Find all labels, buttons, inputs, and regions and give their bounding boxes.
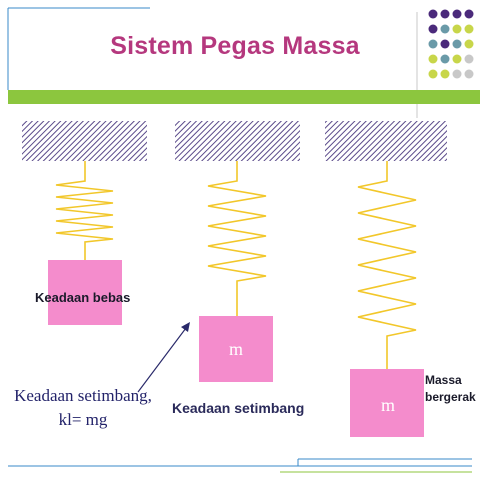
mass-symbol-right: m — [380, 395, 395, 415]
mass-block-free — [48, 260, 122, 325]
label-moving-mass-line1: Massa — [425, 373, 462, 387]
pointer-arrow — [137, 322, 190, 393]
equilibrium-note-line1: Keadaan setimbang, — [14, 386, 152, 405]
decorative-dot — [452, 69, 462, 79]
decorative-dot — [440, 9, 450, 19]
label-equilibrium-state: Keadaan setimbang — [172, 400, 305, 416]
decorative-dot — [440, 54, 450, 64]
label-moving-mass-line2: bergerak — [425, 390, 476, 404]
mass-block-moving — [350, 369, 424, 437]
decorative-dot — [464, 39, 474, 49]
ceiling-right — [325, 121, 447, 161]
equilibrium-note: Keadaan setimbang, kl= mg — [8, 384, 158, 432]
decorative-dot — [452, 39, 462, 49]
ceiling-middle — [175, 121, 300, 161]
decorative-dot — [452, 9, 462, 19]
decorative-dot — [428, 69, 438, 79]
decorative-dot — [440, 39, 450, 49]
equilibrium-note-line2: kl= mg — [58, 410, 108, 429]
decorative-dot — [452, 24, 462, 34]
decorative-dot — [428, 39, 438, 49]
ceiling-left — [22, 121, 147, 161]
decorative-dot — [440, 69, 450, 79]
decorative-dot — [452, 54, 462, 64]
green-bar — [8, 90, 480, 104]
page-title: Sistem Pegas Massa — [110, 32, 360, 60]
spring-right — [357, 161, 417, 369]
label-free-state: Keadaan bebas — [35, 290, 131, 305]
decorative-dot — [428, 54, 438, 64]
decorative-dot — [464, 69, 474, 79]
spring-left — [55, 161, 114, 260]
label-moving-mass: Massa bergerak — [425, 372, 476, 406]
decorative-dot-grid — [428, 9, 474, 79]
decorative-dot — [464, 54, 474, 64]
spring-middle — [207, 161, 267, 316]
bottom-border — [8, 458, 472, 473]
decorative-dot — [440, 24, 450, 34]
decorative-dot — [428, 9, 438, 19]
decorative-dot — [428, 24, 438, 34]
decorative-dot — [464, 9, 474, 19]
mass-symbol-middle: m — [228, 339, 243, 359]
mass-block-equilibrium — [199, 316, 273, 382]
decorative-dot — [464, 24, 474, 34]
